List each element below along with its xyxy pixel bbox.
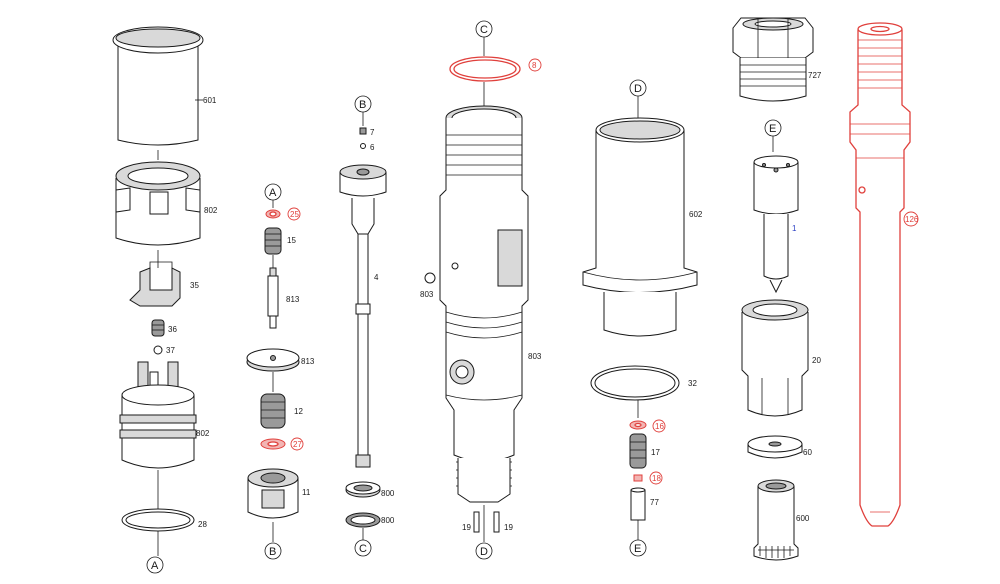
label-11: 11 [302, 488, 311, 497]
ref-a-bottom: A [151, 560, 159, 572]
part-126-tube [849, 22, 911, 527]
part-35-clip [129, 261, 181, 307]
label-602: 602 [689, 210, 703, 219]
label-36: 36 [168, 325, 177, 334]
label-35: 35 [190, 281, 199, 290]
part-77-pin [630, 487, 646, 521]
label-800-upper: 800 [381, 489, 395, 498]
ref-d-bottom: D [480, 546, 488, 558]
part-813-pin [267, 267, 279, 329]
ref-b-bottom: B [269, 546, 276, 558]
part-4-valve-rod [339, 164, 387, 468]
column-5-sleeve-assembly: D 602 32 16 17 18 [582, 79, 703, 557]
label-813-disc: 813 [301, 357, 315, 366]
label-803-ball: 803 [420, 290, 434, 299]
label-1: 1 [792, 224, 797, 233]
part-36-spring [151, 319, 165, 337]
label-60: 60 [803, 448, 812, 457]
part-60-washer [747, 435, 803, 459]
part-813-disc [246, 348, 300, 372]
column-6-nozzle-assembly: 727 E 1 20 60 [732, 17, 822, 561]
label-802-top: 802 [204, 206, 218, 215]
label-6: 6 [370, 143, 375, 152]
label-18: 18 [652, 474, 661, 483]
label-32: 32 [688, 379, 697, 388]
label-15: 15 [287, 236, 296, 245]
column-3-valve-rod: B 7 6 4 800 800 C [339, 95, 395, 557]
part-20-nozzle-nut [741, 299, 809, 417]
part-37-ball [153, 345, 163, 355]
part-12-spring [260, 393, 286, 429]
part-803-injector-body [439, 105, 529, 503]
ref-d-bottom-circle [475, 542, 493, 560]
label-19-right: 19 [504, 523, 513, 532]
label-20: 20 [812, 356, 821, 365]
part-802-nut [115, 161, 201, 246]
part-11-nut [247, 468, 299, 519]
ref-c-bottom: C [359, 543, 367, 555]
part-802-body [119, 361, 197, 469]
part-602-sleeve [582, 117, 698, 337]
part-600-sleeve [753, 479, 799, 561]
part-7 [359, 127, 367, 135]
ref-a-top: A [269, 187, 277, 199]
label-803-body: 803 [528, 352, 542, 361]
ref-e-bottom-circle [629, 539, 647, 557]
part-6 [360, 143, 366, 149]
label-28: 28 [198, 520, 207, 529]
column-2-valve-assembly: A 25 15 813 813 [246, 183, 315, 560]
label-727: 727 [808, 71, 822, 80]
ref-d-top: D [634, 83, 642, 95]
part-727-fitting [732, 17, 814, 102]
part-19-pins [473, 511, 500, 533]
ref-c-bottom-circle [354, 539, 372, 557]
part-803-ball [424, 272, 436, 284]
part-15-spring [264, 227, 282, 255]
label-17: 17 [651, 448, 660, 457]
part-17-spring [629, 433, 647, 469]
label-800-lower: 800 [381, 516, 395, 525]
column-4-injector-body: C 8 [420, 20, 542, 560]
part-601-cap [112, 26, 204, 146]
label-813-pin: 813 [286, 295, 300, 304]
ref-c-top: C [480, 24, 488, 36]
label-27: 27 [293, 440, 302, 449]
part-18-shim [633, 474, 643, 482]
label-126: 126 [905, 215, 919, 224]
label-25: 25 [290, 210, 299, 219]
label-4: 4 [374, 273, 379, 282]
ref-e-top: E [769, 123, 776, 135]
ref-b-bottom-circle [264, 542, 282, 560]
label-12: 12 [294, 407, 303, 416]
ref-e-bottom: E [634, 543, 641, 555]
label-802-bottom: 802 [196, 429, 210, 438]
part-1-nozzle [753, 155, 799, 294]
label-77: 77 [650, 498, 659, 507]
ref-a-bottom-circle [146, 556, 164, 574]
ref-b-mid: B [359, 99, 366, 111]
label-7: 7 [370, 128, 375, 137]
label-601: 601 [203, 96, 217, 105]
label-600: 600 [796, 514, 810, 523]
label-37: 37 [166, 346, 175, 355]
label-19-left: 19 [462, 523, 471, 532]
label-16: 16 [655, 422, 664, 431]
column-7-high-pressure-tube: 126 [849, 22, 919, 527]
label-8: 8 [532, 61, 537, 70]
column-1-cap-assembly: 601 802 35 36 37 [112, 26, 218, 574]
